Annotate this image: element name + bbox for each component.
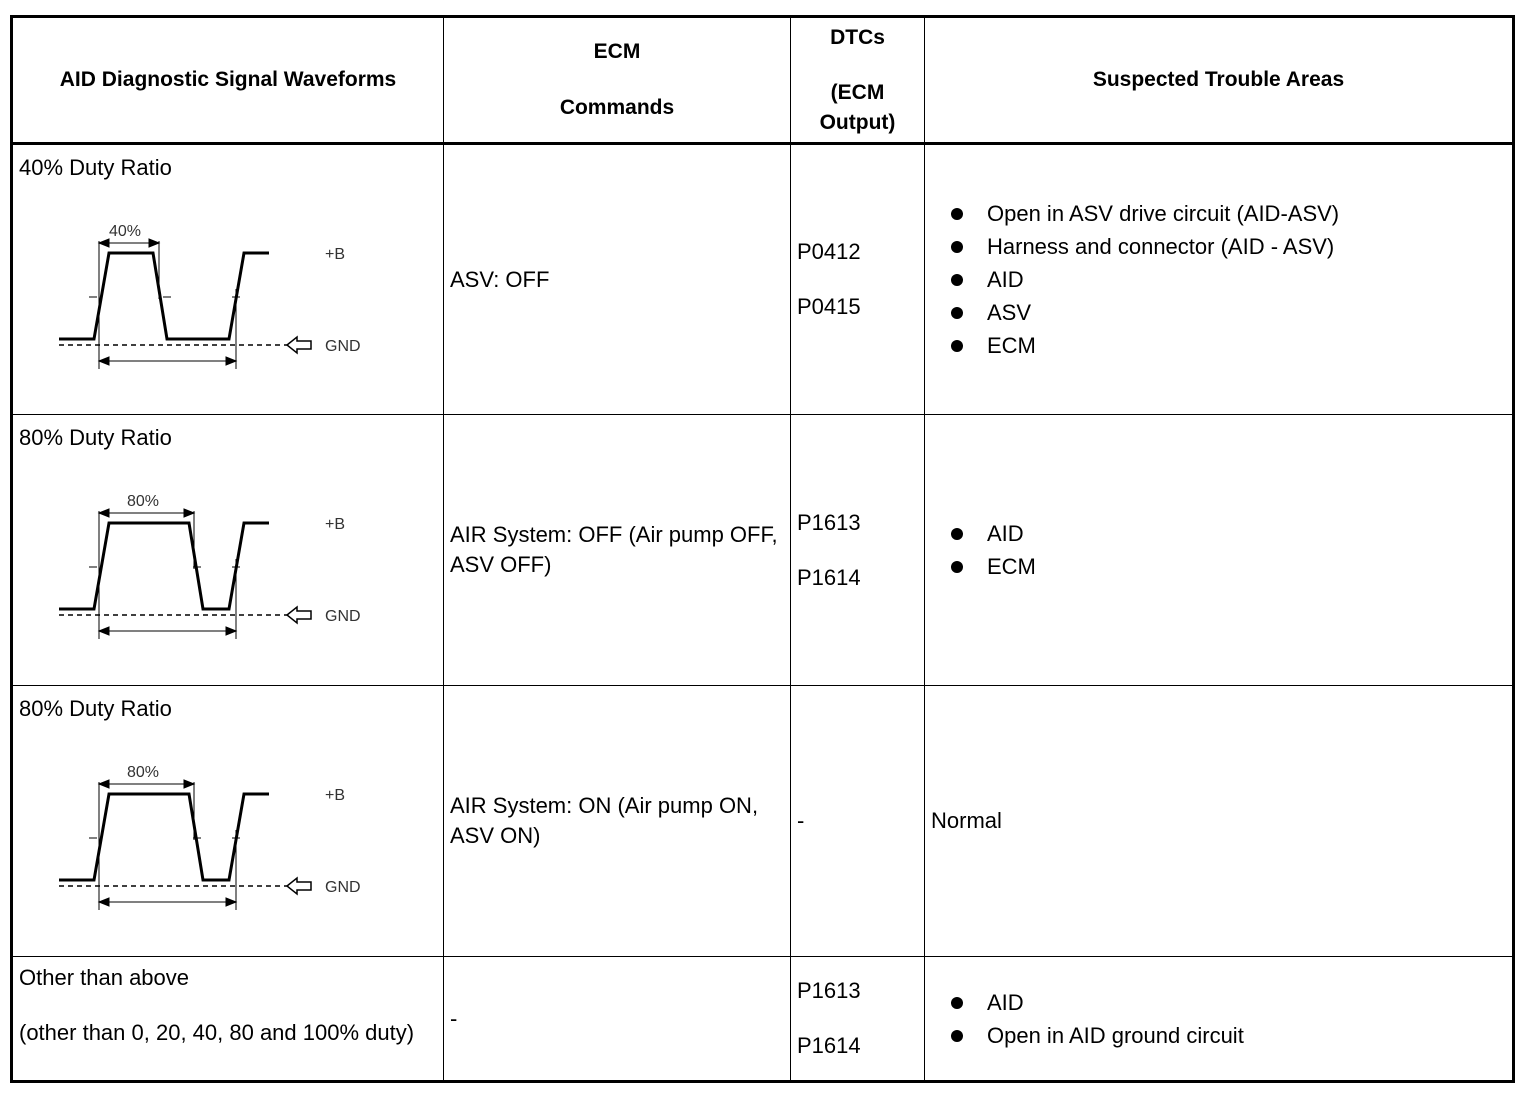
waveform-title: 80% Duty Ratio xyxy=(19,425,172,450)
table-row: 80% Duty Ratio xyxy=(11,685,1514,957)
plus-b-label: +B xyxy=(325,787,345,804)
area-item: Open in ASV drive circuit (AID-ASV) xyxy=(949,197,1512,230)
waveform-cell: 40% Duty Ratio xyxy=(11,143,444,415)
waveform-note: (other than 0, 20, 40, 80 and 100% duty) xyxy=(19,1020,415,1045)
command-cell: AIR System: ON (Air pump ON, ASV ON) xyxy=(443,685,791,957)
header-waveforms: AID Diagnostic Signal Waveforms xyxy=(11,16,444,145)
area-item: AID xyxy=(949,986,1512,1019)
waveform-cell: Other than above (other than 0, 20, 40, … xyxy=(11,956,444,1082)
table-row: 80% Duty Ratio xyxy=(11,414,1514,686)
waveform-title: Other than above xyxy=(19,965,190,990)
duty-label: 80% xyxy=(127,493,159,510)
header-ecm-commands: ECM Commands xyxy=(443,16,791,145)
gnd-label: GND xyxy=(325,879,361,896)
waveform-title: 40% Duty Ratio xyxy=(19,155,172,180)
gnd-label: GND xyxy=(325,608,361,625)
waveform-title: 80% Duty Ratio xyxy=(19,696,172,721)
area-item: ECM xyxy=(949,329,1512,362)
duty-label: 40% xyxy=(109,223,141,240)
dtc-code: P0415 xyxy=(797,294,861,319)
command-cell: AIR System: OFF (Air pump OFF, ASV OFF) xyxy=(443,414,791,686)
header-row: AID Diagnostic Signal Waveforms ECM Comm… xyxy=(11,16,1514,145)
dtc-code: P1613 xyxy=(797,978,861,1003)
area-item: Harness and connector (AID - ASV) xyxy=(949,230,1512,263)
areas-cell: AID Open in AID ground circuit xyxy=(924,956,1514,1082)
areas-cell: Normal xyxy=(924,685,1514,957)
area-item: ECM xyxy=(949,550,1512,583)
dtc-code: P1614 xyxy=(797,564,861,590)
area-item: Open in AID ground circuit xyxy=(949,1019,1512,1052)
waveform-diagram: 80% +B GND xyxy=(59,764,361,910)
table-row: 40% Duty Ratio xyxy=(11,143,1514,415)
header-dtcs: DTCs (ECM Output) xyxy=(790,16,925,145)
dtc-code: P1614 xyxy=(797,1033,861,1058)
duty-label: 80% xyxy=(127,764,159,781)
waveform-diagram: 80% +B GND xyxy=(59,493,361,639)
command-cell: ASV: OFF xyxy=(443,143,791,415)
plus-b-label: +B xyxy=(325,246,345,263)
area-item: ASV xyxy=(949,296,1512,329)
area-item: AID xyxy=(949,517,1512,550)
header-suspected-areas: Suspected Trouble Areas xyxy=(924,16,1514,145)
waveform-diagram: 40% +B GND xyxy=(59,223,361,369)
dtc-cell: P1613 P1614 xyxy=(790,956,925,1082)
diagnostic-table: AID Diagnostic Signal Waveforms ECM Comm… xyxy=(10,15,1515,1083)
plus-b-label: +B xyxy=(325,516,345,533)
waveform-cell: 80% Duty Ratio xyxy=(11,685,444,957)
area-item: AID xyxy=(949,263,1512,296)
command-cell: - xyxy=(443,956,791,1082)
dtc-cell: - xyxy=(790,685,925,957)
areas-cell: AID ECM xyxy=(924,414,1514,686)
table-row: Other than above (other than 0, 20, 40, … xyxy=(11,956,1514,1082)
waveform-cell: 80% Duty Ratio xyxy=(11,414,444,686)
areas-cell: Open in ASV drive circuit (AID-ASV) Harn… xyxy=(924,143,1514,415)
dtc-code: P1613 xyxy=(797,509,861,535)
gnd-label: GND xyxy=(325,338,361,355)
dtc-cell: P0412 P0415 xyxy=(790,143,925,415)
dtc-code: P0412 xyxy=(797,239,861,264)
dtc-cell: P1613 P1614 xyxy=(790,414,925,686)
